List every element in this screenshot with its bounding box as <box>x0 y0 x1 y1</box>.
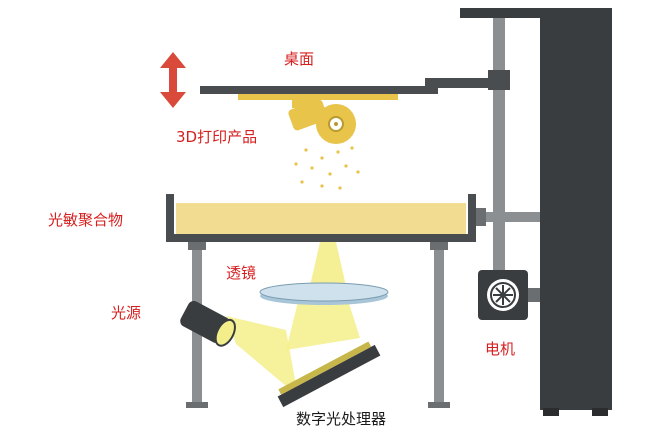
dlp-chip <box>277 341 381 408</box>
light-beam-to-lens <box>286 294 360 350</box>
vat-arm-joint <box>476 208 486 226</box>
light-beam-to-vat <box>310 242 346 286</box>
resin-droplets <box>294 146 360 190</box>
column-cap <box>460 8 612 18</box>
leg-right-foot <box>428 402 450 408</box>
column-foot-left <box>543 408 559 416</box>
leg-right-top <box>430 242 448 250</box>
printed-product <box>288 99 356 144</box>
leg-left-top <box>188 242 206 250</box>
column-foot-right <box>592 408 608 416</box>
motor <box>478 270 540 320</box>
vat-arm <box>476 212 540 222</box>
label-photopolymer-resin: 光敏聚合物 <box>48 211 124 229</box>
label-3d-printed-product: 3D打印产品 <box>176 128 258 146</box>
platform-arm <box>425 78 490 92</box>
up-down-arrow-icon <box>160 52 186 108</box>
lens <box>259 282 389 305</box>
resin-vat <box>166 194 476 242</box>
lead-screw <box>493 18 505 274</box>
build-platform <box>200 86 438 94</box>
build-plate <box>238 94 398 100</box>
light-source <box>180 300 236 347</box>
label-lens: 透镜 <box>226 264 257 282</box>
leg-right <box>434 242 444 404</box>
light-beam-source <box>226 316 298 396</box>
leg-left-foot <box>186 402 208 408</box>
label-motor: 电机 <box>485 340 516 358</box>
label-light-source: 光源 <box>111 304 142 322</box>
label-digital-light-processor: 数字光处理器 <box>296 410 387 428</box>
label-platform: 桌面 <box>284 50 315 68</box>
carriage-block <box>488 70 510 90</box>
support-column <box>540 8 612 410</box>
